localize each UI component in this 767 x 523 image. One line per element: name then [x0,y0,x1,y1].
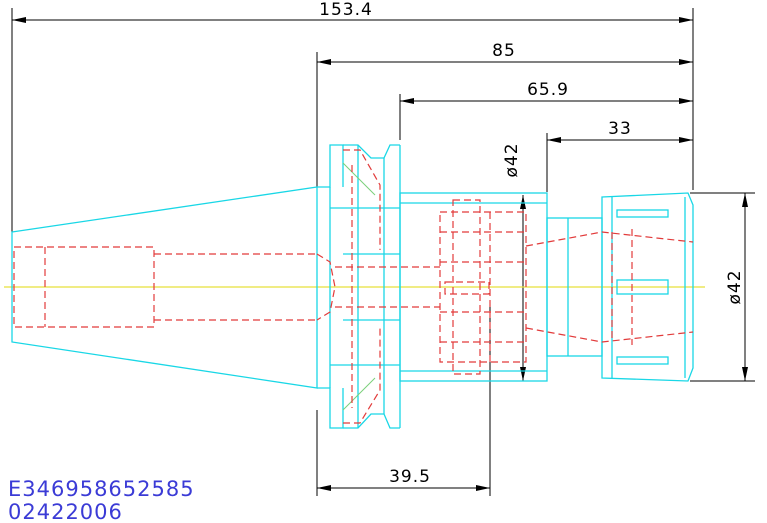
dimension-39-5-label: 39.5 [389,467,431,487]
hidden-lines [13,149,694,424]
dimension-65-9: 65.9 [399,80,693,140]
dimension-33-label: 33 [608,119,632,139]
dimension-diameter-inner-label: ø42 [502,142,522,177]
dimension-33: 33 [546,119,693,192]
part-code-line-1: E346958652585 [8,477,195,501]
dimension-diameter-outer: ø42 [690,192,755,382]
part-code-line-2: 02422006 [8,500,123,523]
dimension-overall-length-label: 153.4 [319,0,373,20]
dimension-85: 85 [316,41,693,190]
dimension-39-5: 39.5 [316,300,491,496]
dimension-65-9-label: 65.9 [527,80,569,100]
dimension-overall-length: 153.4 [11,0,694,232]
dimension-diameter-outer-label: ø42 [725,269,745,304]
dimension-85-label: 85 [492,41,516,61]
collet-section-outline [546,192,694,382]
